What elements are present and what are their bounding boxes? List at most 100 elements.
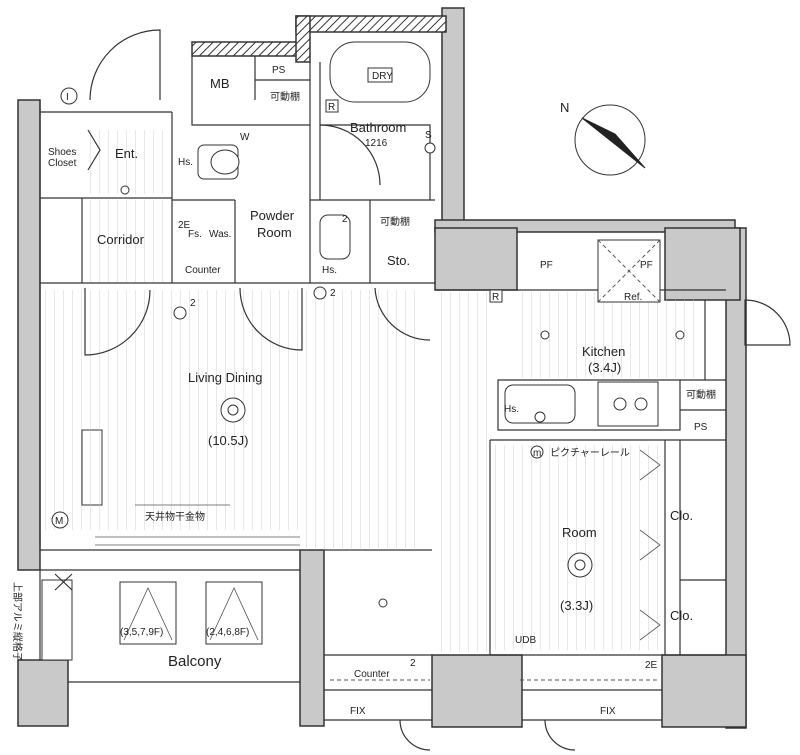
floors-label-1: (3,5,7,9F) — [120, 627, 163, 638]
info-i-icon — [60, 87, 78, 105]
r-kitchen-label: R — [492, 292, 499, 303]
kitchen-downlight-icon-2 — [675, 330, 685, 340]
fixtures — [41, 41, 661, 661]
room-light-inner-icon — [574, 559, 586, 571]
kitchen-right-pillar — [664, 227, 741, 301]
ceiling-hanger-label: 天井物干金物 — [145, 510, 205, 523]
living-light-inner-icon — [227, 404, 239, 416]
fix-label-1: FIX — [350, 706, 366, 717]
storage-door — [374, 287, 431, 341]
r-bath-label: R — [328, 102, 335, 113]
shelf-mid-label: 可動棚 — [380, 215, 410, 228]
kitchen-floor — [520, 292, 700, 378]
living-floor — [42, 290, 300, 530]
r-kitchen-box — [489, 289, 503, 303]
fix-label-2: FIX — [600, 706, 616, 717]
burner-icon-2 — [634, 397, 648, 411]
pf-label-1: PF — [540, 260, 553, 271]
bath-top-hatched-wall — [295, 15, 447, 33]
bath-right-wall — [441, 7, 465, 231]
bathroom-size-label: 1216 — [365, 138, 388, 149]
kitchen-label: Kitchen — [582, 344, 625, 359]
doors — [84, 29, 791, 751]
dry-label: DRY — [372, 71, 393, 82]
counter-label-2: Counter — [354, 669, 390, 680]
ac-unit-1 — [119, 581, 177, 645]
two-e-label-2: 2E — [645, 660, 658, 671]
room-floor — [492, 445, 662, 650]
meter-m-small-icon — [530, 445, 544, 459]
middle-pillar — [299, 549, 325, 727]
hs-label-3: Hs. — [504, 404, 519, 415]
hall-floor — [440, 292, 490, 652]
closet-hangers — [639, 449, 661, 641]
north-arrow: N — [560, 100, 646, 176]
shoes-closet-label-2: Closet — [48, 158, 77, 169]
right-wall — [725, 227, 747, 729]
room-label: Room — [562, 525, 597, 540]
ps-kitchen-label: PS — [694, 422, 708, 433]
meter-m-icon — [51, 511, 69, 529]
kitchen-pillar — [434, 227, 518, 291]
living-floor-2 — [300, 290, 420, 550]
sup2-label-4: 2 — [410, 658, 416, 669]
two-e-label-1: 2E — [178, 220, 191, 231]
r-bath-box — [325, 99, 339, 113]
powder-door — [239, 287, 303, 351]
ac-unit-2 — [205, 581, 263, 645]
kitchen-sink — [504, 384, 576, 424]
symbols — [51, 87, 685, 608]
shoes-closet-label-1: Shoes — [48, 147, 76, 158]
dry-box — [367, 67, 393, 83]
bottom-mid-pillar — [431, 654, 523, 728]
m-big-label: M — [55, 516, 63, 527]
side-note-label: 上部アルミ縦格子 — [11, 582, 24, 662]
balcony-side-box — [41, 579, 73, 661]
kitchen-size-label: (3.4J) — [588, 360, 621, 375]
w-label: W — [240, 132, 250, 143]
toilet — [210, 149, 240, 175]
top-hatched-wall — [191, 41, 305, 57]
burner-icon-1 — [613, 397, 627, 411]
i-mark-label: I — [66, 92, 69, 103]
bathroom-label: Bathroom — [350, 120, 406, 135]
shoes-closet-door — [87, 129, 101, 171]
kitchen-door — [744, 299, 791, 346]
living-downlight-icon — [378, 598, 388, 608]
ref-label: Ref. — [624, 292, 642, 303]
floors-label-2: (2,4,6,8F) — [206, 627, 249, 638]
entrance-floor — [84, 130, 170, 194]
left-wall — [17, 99, 41, 571]
sup2-label-2: 2 — [330, 288, 336, 299]
sup2-label-3: 2 — [342, 214, 348, 225]
shelf-top-label: 可動棚 — [270, 90, 300, 103]
m-small-label: m — [533, 448, 541, 459]
vent-cross-icon — [54, 573, 73, 591]
mb-label: MB — [210, 76, 230, 91]
pf-label-2: PF — [640, 260, 653, 271]
closet-label-1: Clo. — [670, 508, 693, 523]
switch-icon-2 — [313, 286, 327, 300]
entrance-door — [89, 29, 161, 101]
ac-marks — [123, 587, 259, 641]
fs-label: Fs. — [188, 229, 202, 240]
entrance-label: Ent. — [115, 146, 138, 161]
udb-label: UDB — [515, 635, 536, 646]
exterior-walls — [17, 7, 747, 729]
room-size-label: (3.3J) — [560, 598, 593, 613]
kitchen-downlight-icon — [540, 330, 550, 340]
hs-label-2: Hs. — [322, 265, 337, 276]
powder-room-label-2: Room — [257, 225, 292, 240]
closet-label-2: Clo. — [670, 608, 693, 623]
sup2-label-1: 2 — [190, 298, 196, 309]
fridge-cross — [597, 239, 661, 303]
fix-door-2 — [544, 719, 576, 751]
corridor-label: Corridor — [97, 232, 145, 247]
was-label: Was. — [209, 229, 231, 240]
balcony-left-pillar — [17, 659, 69, 727]
labels: MB PS 可動棚 Bathroom 1216 DRY R S W Shoes … — [11, 65, 716, 717]
corridor-floor — [85, 200, 171, 282]
bath-outlet-icon — [424, 142, 436, 154]
sink-tap-icon — [534, 411, 546, 423]
